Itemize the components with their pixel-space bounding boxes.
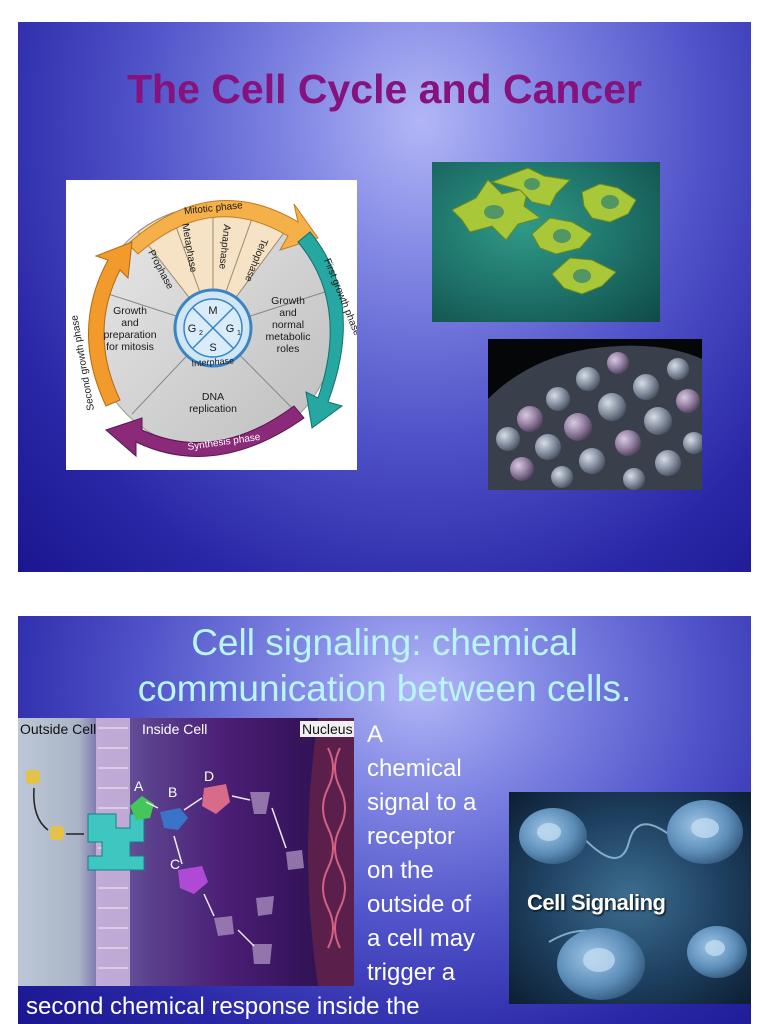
- dna-replication-text: DNA replication: [189, 391, 237, 415]
- cell-signaling-svg: [519, 800, 747, 1000]
- cell-signaling-image: Cell Signaling: [509, 792, 751, 1004]
- svg-text:Growth: Growth: [113, 305, 147, 317]
- growth-normal-text: Growth and normal metabolic roles: [266, 295, 311, 355]
- signaling-pathway-image: Outside Cell Inside Cell Nucleus A B C D: [18, 718, 354, 986]
- inside-cell-label: Inside Cell: [142, 721, 208, 737]
- cell-signaling-label: Cell Signaling: [527, 890, 666, 915]
- label-b: B: [168, 784, 178, 800]
- svg-text:for mitosis: for mitosis: [106, 341, 154, 353]
- title-line-2: communication between cells.: [137, 668, 632, 709]
- tumor-cluster-photo: [488, 339, 702, 490]
- slide-cell-signaling: Cell signaling: chemical communication b…: [18, 616, 751, 1024]
- relay-a: [130, 796, 154, 820]
- slide-cell-cycle: The Cell Cycle and Cancer Mitoti: [18, 22, 751, 572]
- svg-text:DNA: DNA: [202, 391, 224, 403]
- signaling-pathway-svg: [26, 718, 354, 986]
- svg-text:metabolic: metabolic: [266, 331, 311, 343]
- growth-prep-text: Growth and preparation for mitosis: [103, 305, 156, 353]
- signal-molecule: [50, 826, 64, 840]
- relay-b: [160, 808, 188, 830]
- slide-title: Cell signaling: chemical communication b…: [18, 620, 751, 712]
- receptor-protein: [87, 813, 145, 871]
- svg-text:normal: normal: [272, 319, 304, 331]
- label-a: A: [134, 778, 144, 794]
- relay-c: [178, 866, 208, 894]
- svg-text:Growth: Growth: [271, 295, 305, 307]
- title-line-1: Cell signaling: chemical: [191, 622, 578, 663]
- interphase-label: Interphase: [191, 356, 234, 369]
- svg-text:1: 1: [237, 330, 241, 337]
- nucleus: [308, 718, 354, 986]
- anaphase-label: Anaphase: [216, 224, 232, 270]
- cell-cycle-svg: Mitotic phase First growth phase Synthes…: [69, 200, 357, 458]
- cancer-cells-photo: [432, 162, 660, 322]
- cancer-cells-image: [451, 167, 637, 295]
- center-s: S: [209, 342, 216, 354]
- svg-text:replication: replication: [189, 403, 237, 415]
- outside-cell-label: Outside Cell: [20, 721, 97, 737]
- center-g1: G: [226, 323, 235, 335]
- svg-text:2: 2: [199, 330, 203, 337]
- mitotic-phase-arrow: [127, 200, 319, 255]
- relay-d: [202, 784, 230, 814]
- slide-title: The Cell Cycle and Cancer: [127, 66, 642, 112]
- body-text-continuation: second chemical response inside the: [26, 993, 420, 1020]
- first-growth-arrow: [297, 231, 344, 429]
- label-c: C: [170, 856, 181, 872]
- label-d: D: [204, 768, 215, 784]
- synthesis-arrow: [105, 405, 305, 458]
- svg-text:and: and: [121, 317, 139, 329]
- nucleus-label: Nucleus: [300, 721, 354, 737]
- svg-text:roles: roles: [277, 343, 300, 355]
- center-g2: G: [188, 323, 197, 335]
- svg-text:and: and: [279, 307, 297, 319]
- second-growth-arrow: [88, 241, 133, 407]
- tumor-cluster-image: [488, 345, 702, 490]
- svg-text:preparation: preparation: [103, 329, 156, 341]
- signal-molecule: [26, 770, 40, 784]
- cell-cycle-diagram: Mitotic phase First growth phase Synthes…: [66, 180, 357, 470]
- center-m: M: [208, 305, 217, 317]
- body-text: A chemical signal to a receptor on the o…: [367, 721, 477, 986]
